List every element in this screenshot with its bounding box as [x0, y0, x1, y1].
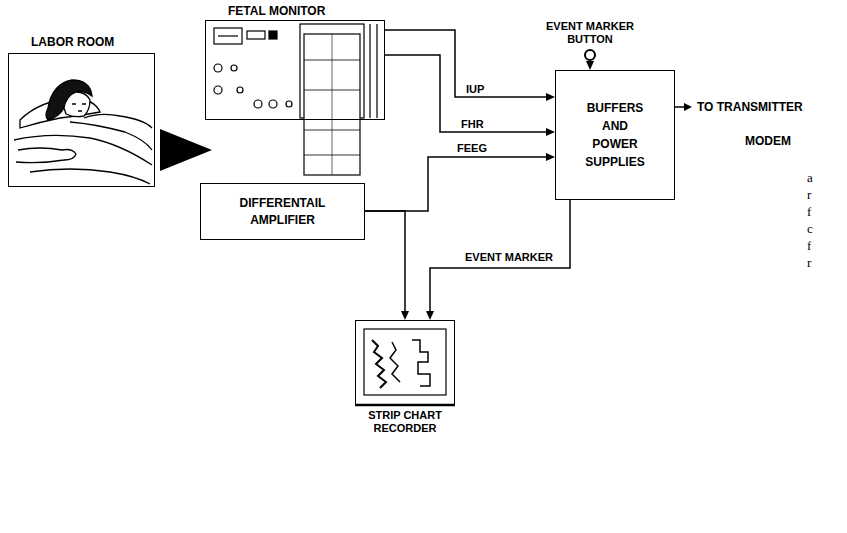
connector-line [365, 157, 546, 211]
patient-illustration [14, 80, 152, 184]
signal-label: FEEG [456, 142, 488, 154]
display-line [218, 35, 238, 36]
signal-connector [365, 211, 409, 320]
knob [231, 65, 237, 71]
node-label: STRIP CHART RECORDER [350, 409, 460, 435]
node-label: LABOR ROOM [31, 35, 114, 50]
strip-chart-recorder: STRIP CHART RECORDER [355, 320, 455, 405]
process-box: DIFFERENTAIL AMPLIFIER [200, 183, 365, 240]
panel-edge [376, 24, 377, 118]
blanket-edge [14, 135, 152, 165]
signal-label: EVENT MARKER [464, 251, 554, 263]
process-box: BUFFERS AND POWER SUPPLIES [555, 70, 675, 200]
event-button: EVENT MARKER BUTTON [584, 49, 596, 61]
knob [254, 100, 262, 108]
node-label: BUFFERS AND POWER SUPPLIES [582, 99, 648, 171]
monitor-switch [269, 31, 277, 39]
knob [269, 100, 277, 108]
arrowhead [401, 311, 409, 320]
monitor-illustration [214, 24, 377, 175]
fetal-monitor: FETAL MONITOR [205, 20, 385, 120]
text-fragment: r [806, 255, 812, 271]
face [64, 92, 90, 117]
hand [62, 150, 76, 161]
monitor-window [247, 31, 265, 39]
arrowhead [546, 153, 555, 161]
pointer-arrow [160, 129, 212, 171]
arrowhead [426, 311, 434, 320]
panel-edge [369, 24, 370, 118]
arm [16, 148, 67, 163]
knob [214, 64, 222, 72]
signal-connector [385, 30, 555, 101]
text-fragment: f [806, 238, 812, 254]
text-fragment: a [806, 170, 814, 186]
chart-paper [304, 34, 360, 175]
signal-label: IUP [465, 83, 485, 95]
connector-line [385, 30, 546, 97]
connector-line [365, 211, 405, 311]
knob [286, 101, 292, 107]
output-arrowhead [684, 103, 692, 111]
connector-line [385, 55, 546, 132]
signal-connector [385, 55, 555, 136]
output-label: MODEM [744, 134, 792, 148]
text-fragment: r [806, 187, 812, 203]
output-line [675, 106, 684, 108]
paper-grid [332, 34, 333, 175]
node-label: DIFFERENTAIL AMPLIFIER [233, 195, 333, 229]
signal-connector [426, 200, 570, 320]
bed-fold [30, 169, 150, 184]
recorder-illustration [355, 329, 455, 405]
blanket-fold [70, 122, 152, 150]
output-label: TO TRANSMITTER [696, 100, 804, 114]
blanket-top [84, 114, 152, 128]
arrowhead [546, 93, 555, 101]
node-label: EVENT MARKER BUTTON [535, 20, 645, 46]
hair [46, 80, 92, 120]
signal-connector [586, 61, 594, 70]
face-detail [72, 104, 86, 111]
trace [372, 340, 386, 388]
signal-connector [365, 153, 555, 211]
connector-line [430, 200, 570, 311]
trace [390, 342, 400, 382]
monitor-display [214, 28, 242, 44]
arrowhead [546, 128, 555, 136]
text-fragment: c [806, 221, 814, 237]
labor-room-box: LABOR ROOM [8, 53, 155, 187]
text-fragment: f [806, 204, 812, 220]
knob [214, 86, 222, 94]
knob [237, 87, 243, 93]
node-label: FETAL MONITOR [228, 4, 325, 19]
signal-label: FHR [460, 118, 485, 130]
arrowhead [586, 61, 594, 70]
trace [412, 340, 430, 386]
recorder-paper [364, 329, 446, 395]
